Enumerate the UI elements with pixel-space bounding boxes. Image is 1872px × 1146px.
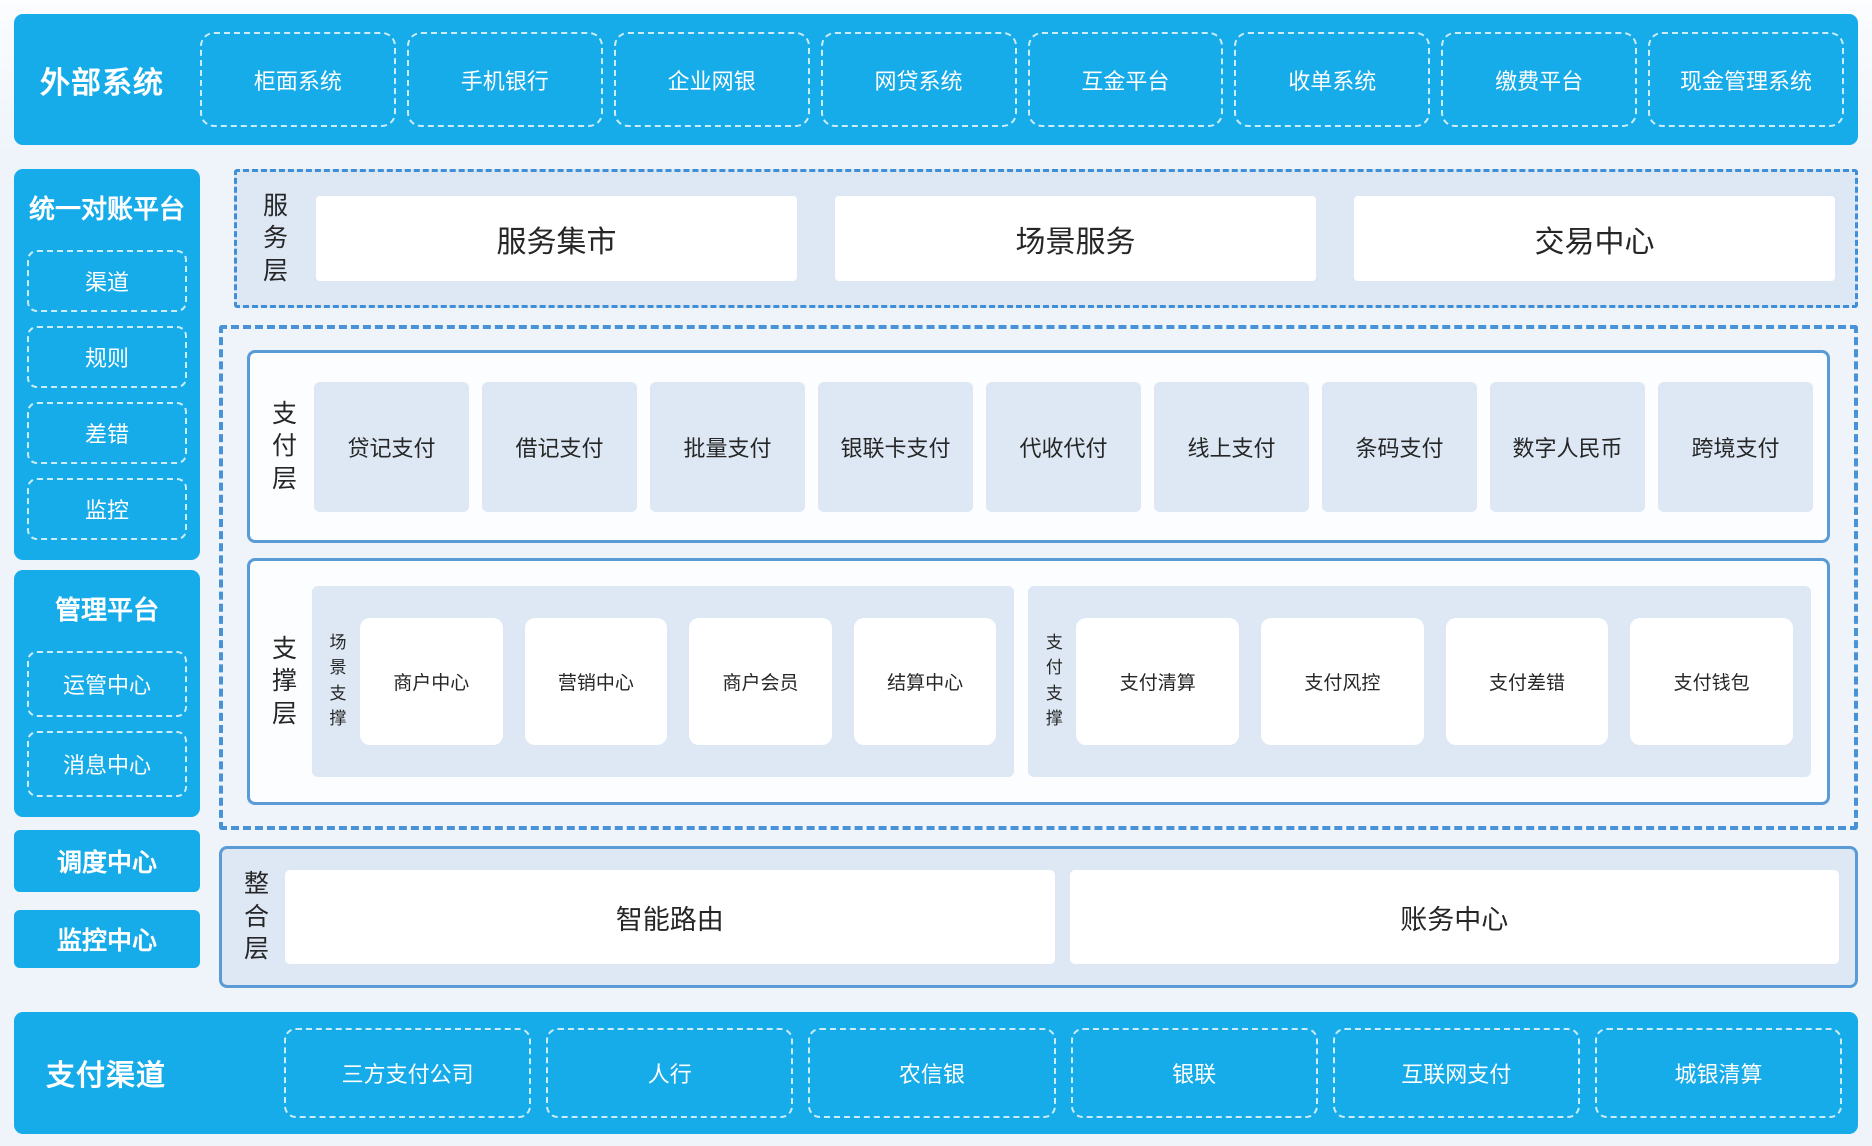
integration-box: 智能路由 [285, 870, 1055, 964]
reconciliation-item-box: 渠道 [27, 250, 187, 312]
reconciliation-item-box: 规则 [27, 326, 187, 388]
scene-support-items: 商户中心营销中心商户会员结算中心 [360, 618, 997, 745]
payment-box: 条码支付 [1322, 381, 1477, 512]
payment-support-label: 支付支撑 [1045, 632, 1063, 730]
service-box: 交易中心 [1354, 196, 1835, 281]
external-system-box: 互金平台 [1027, 32, 1224, 127]
payment-support-box: 支付钱包 [1630, 618, 1794, 745]
service-layer-items: 服务集市场景服务交易中心 [316, 196, 1835, 281]
payment-support-box: 支付差错 [1445, 618, 1609, 745]
diagram-body: 统一对账平台 渠道规则差错监控 管理平台 运管中心消息中心 调度中心 监控中心 … [14, 169, 1858, 988]
unified-reconciliation-title: 统一对账平台 [28, 195, 185, 225]
payment-box: 数字人民币 [1490, 381, 1645, 512]
payment-support-container: 支付层 贷记支付借记支付批量支付银联卡支付代收代付线上支付条码支付数字人民币跨境… [219, 325, 1858, 830]
management-item-box: 消息中心 [27, 731, 187, 797]
payment-support-box: 支付风控 [1261, 618, 1424, 745]
reconciliation-item-box: 差错 [27, 402, 187, 464]
payment-box: 跨境支付 [1658, 381, 1813, 512]
external-system-box: 现金管理系统 [1648, 32, 1844, 127]
scene-support-label: 场景支撑 [329, 632, 347, 730]
payment-box: 线上支付 [1154, 381, 1309, 512]
integration-layer-section: 整合层 智能路由账务中心 [219, 846, 1858, 988]
external-system-box: 网贷系统 [820, 32, 1017, 127]
payment-box: 银联卡支付 [818, 381, 973, 512]
external-system-box: 收单系统 [1234, 32, 1431, 127]
scene-support-box: 商户会员 [689, 618, 832, 745]
payment-channel-box: 银联 [1070, 1028, 1318, 1118]
payment-channel-box: 三方支付公司 [284, 1028, 532, 1118]
service-layer-label: 服务层 [262, 190, 288, 285]
scene-support-box: 营销中心 [524, 618, 668, 745]
integration-layer-label: 整合层 [243, 869, 269, 964]
scene-support-box: 结算中心 [853, 618, 997, 745]
support-group-scene: 场景支撑 商户中心营销中心商户会员结算中心 [312, 586, 1015, 777]
management-item-box: 运管中心 [27, 651, 187, 717]
payment-channel-box: 互联网支付 [1332, 1028, 1580, 1118]
payment-box: 代收代付 [986, 381, 1141, 512]
panel-unified-reconciliation: 统一对账平台 渠道规则差错监控 [14, 169, 200, 560]
service-box: 场景服务 [835, 196, 1316, 281]
payment-support-box: 支付清算 [1076, 618, 1240, 745]
support-group-payment: 支付支撑 支付清算支付风控支付差错支付钱包 [1028, 586, 1811, 777]
payment-channels-bar: 支付渠道 三方支付公司人行农信银银联互联网支付城银清算 [14, 1012, 1858, 1134]
support-layer-section: 支撑层 场景支撑 商户中心营销中心商户会员结算中心 支付支撑 支付清算支付风控支… [247, 558, 1830, 805]
external-system-box: 柜面系统 [200, 32, 396, 127]
support-layer-label: 支撑层 [271, 633, 297, 728]
management-platform-title: 管理平台 [54, 596, 159, 626]
scene-support-box: 商户中心 [360, 618, 503, 745]
reconciliation-item-box: 监控 [27, 478, 187, 540]
management-platform-items: 运管中心消息中心 [27, 651, 187, 797]
service-box: 服务集市 [316, 196, 797, 281]
external-system-box: 企业网银 [613, 32, 810, 127]
block-dispatch-center: 调度中心 [14, 830, 200, 892]
unified-reconciliation-items: 渠道规则差错监控 [27, 250, 187, 540]
payment-box: 批量支付 [650, 381, 805, 512]
payment-box: 贷记支付 [314, 381, 469, 512]
service-layer-section: 服务层 服务集市场景服务交易中心 [234, 169, 1858, 308]
external-system-box: 缴费平台 [1441, 32, 1638, 127]
payment-layer-label: 支付层 [271, 398, 297, 493]
block-monitor-center: 监控中心 [14, 910, 200, 968]
payment-channel-box: 城银清算 [1594, 1028, 1843, 1118]
integration-layer-items: 智能路由账务中心 [285, 870, 1839, 964]
payment-support-items: 支付清算支付风控支付差错支付钱包 [1076, 618, 1794, 745]
payment-channel-box: 人行 [546, 1028, 794, 1118]
integration-box: 账务中心 [1069, 870, 1839, 964]
payment-channels-title: 支付渠道 [46, 1058, 167, 1092]
panel-management-platform: 管理平台 运管中心消息中心 [14, 570, 200, 817]
payment-box: 借记支付 [482, 381, 637, 512]
external-systems-title: 外部系统 [40, 65, 164, 101]
support-groups: 场景支撑 商户中心营销中心商户会员结算中心 支付支撑 支付清算支付风控支付差错支… [312, 586, 1811, 777]
left-sidebar: 统一对账平台 渠道规则差错监控 管理平台 运管中心消息中心 调度中心 监控中心 [14, 169, 200, 988]
external-system-box: 手机银行 [406, 32, 603, 127]
payment-channels-list: 三方支付公司人行农信银银联互联网支付城银清算 [284, 1028, 1843, 1118]
payment-layer-items: 贷记支付借记支付批量支付银联卡支付代收代付线上支付条码支付数字人民币跨境支付 [314, 381, 1813, 512]
main-layers: 服务层 服务集市场景服务交易中心 支付层 贷记支付借记支付批量支付银联卡支付代收… [219, 169, 1858, 988]
external-systems-bar: 外部系统 柜面系统手机银行企业网银网贷系统互金平台收单系统缴费平台现金管理系统 [14, 14, 1858, 145]
payment-layer-section: 支付层 贷记支付借记支付批量支付银联卡支付代收代付线上支付条码支付数字人民币跨境… [247, 350, 1830, 543]
external-systems-list: 柜面系统手机银行企业网银网贷系统互金平台收单系统缴费平台现金管理系统 [200, 32, 1844, 127]
payment-channel-box: 农信银 [808, 1028, 1056, 1118]
